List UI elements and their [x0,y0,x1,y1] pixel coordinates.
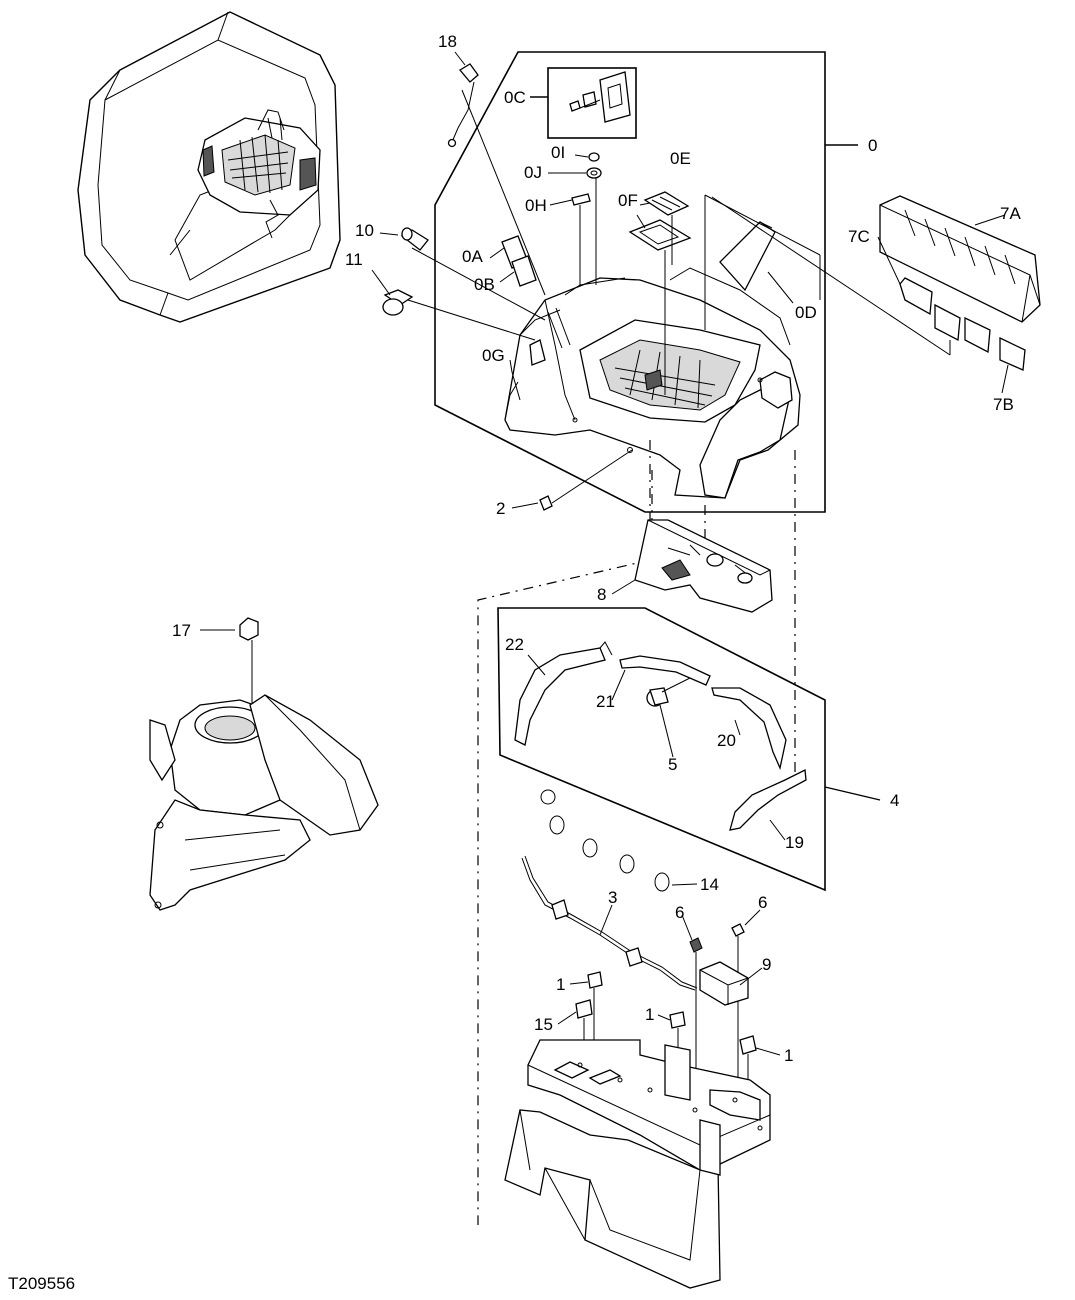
cable-ties-14 [540,789,670,892]
callout-9: 9 [762,955,771,974]
figure-id: T209556 [8,1274,75,1293]
callout-0H: 0H [525,196,547,215]
callout-5: 5 [668,755,677,774]
left-sub-assembly [149,617,379,911]
parts-10-11-18 [382,63,546,341]
callout-1b: 1 [645,1005,654,1024]
console-housing [504,267,801,499]
group-0-outline [434,51,858,513]
callout-21: 21 [596,692,615,711]
harness-parts [514,641,807,831]
callout-0F: 0F [618,191,638,210]
part-8 [634,519,773,613]
callout-0B: 0B [474,275,495,294]
callout-6b: 6 [758,893,767,912]
callout-15: 15 [534,1015,553,1034]
callout-0C: 0C [504,88,526,107]
harness-3 [521,855,698,991]
callout-6a: 6 [675,903,684,922]
insert-0C [530,67,637,139]
callout-7B: 7B [993,395,1014,414]
screw-2 [539,449,633,511]
callout-0: 0 [868,136,877,155]
callout-labels: 0 0C 0I 0J 0E 0H 0F 0A 0B 0D 0G 10 11 18… [172,32,1021,1065]
callout-1c: 1 [784,1046,793,1065]
callout-0G: 0G [482,346,505,365]
callout-0E: 0E [670,149,691,168]
callout-0I: 0I [551,143,565,162]
callout-7C: 7C [848,227,870,246]
callout-17: 17 [172,621,191,640]
callout-19: 19 [785,833,804,852]
callout-18: 18 [438,32,457,51]
callout-2: 2 [496,499,505,518]
cab-overview [77,11,341,323]
switch-panel-7 [711,195,1041,371]
leader-lines [200,51,1009,1056]
guide-lines [477,440,796,1225]
callout-0A: 0A [462,247,483,266]
callout-20: 20 [717,731,736,750]
callout-0D: 0D [795,303,817,322]
callout-11: 11 [345,250,363,269]
callout-0J: 0J [524,163,542,182]
callout-14: 14 [700,875,719,894]
callout-22: 22 [505,635,524,654]
callout-4: 4 [890,791,899,810]
screws-6-module-9 [689,923,749,1140]
base-frame [504,1039,771,1289]
callout-7A: 7A [1000,204,1021,223]
callout-1a: 1 [556,975,565,994]
callout-3: 3 [608,888,617,907]
group-4-outline [497,607,881,892]
callout-8: 8 [597,585,606,604]
callout-10: 10 [355,221,374,240]
